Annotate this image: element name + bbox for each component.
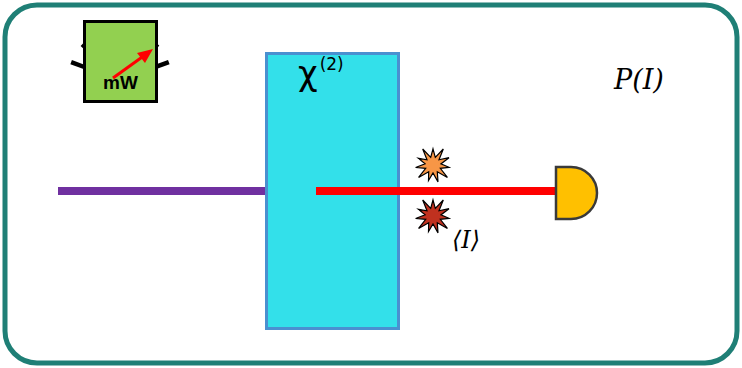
photon-burst: [416, 149, 449, 182]
unit-label: mW: [103, 72, 138, 94]
photon-burst: [416, 200, 449, 233]
outer-frame: [5, 5, 737, 363]
detector-symbol: [556, 167, 597, 219]
chi-symbol: χ: [298, 53, 318, 93]
nonlinear-crystal: χ(2): [265, 52, 400, 330]
power-meter: mW: [83, 20, 158, 103]
mean-intensity-label: ⟨I⟩: [452, 226, 480, 254]
order-superscript: (2): [320, 54, 344, 74]
probability-label: P(I): [614, 64, 664, 95]
photon-events: [416, 149, 449, 233]
